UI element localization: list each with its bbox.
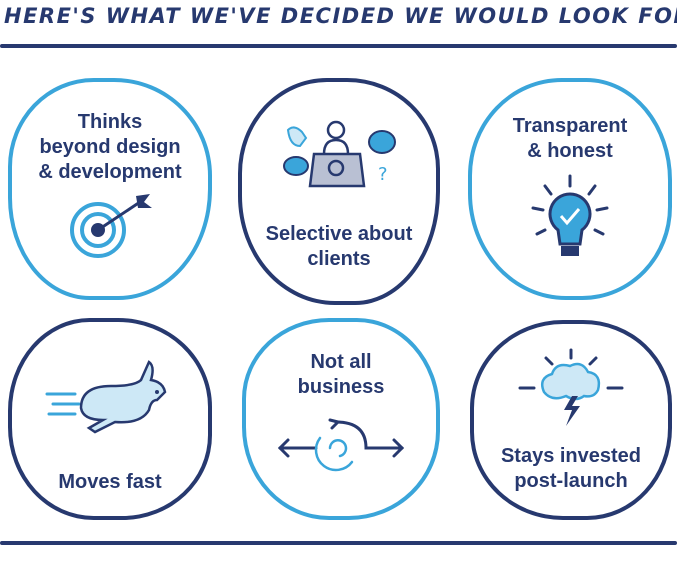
lightbulb-icon	[531, 174, 609, 256]
card-label: Transparent & honest	[512, 115, 628, 162]
card-label: Not all business	[297, 351, 385, 398]
card-not-all-business: Not all business	[242, 318, 440, 520]
card-transparent: Transparent & honest	[468, 78, 672, 300]
rabbit-icon	[45, 360, 167, 434]
page-title: Here's what we've decided we would look …	[4, 4, 677, 28]
card-label: Selective about clients	[265, 223, 413, 270]
top-divider	[0, 44, 677, 48]
storm-cloud-icon	[518, 348, 624, 426]
card-label: Thinks beyond design & development	[38, 111, 182, 183]
card-stays-invested: Stays invested post-launch	[470, 320, 672, 520]
card-label: Stays invested post-launch	[500, 445, 642, 492]
card-label: Moves fast	[58, 471, 162, 493]
card-thinks-beyond: Thinks beyond design & development	[8, 78, 212, 300]
meeting-icon: ?	[283, 120, 396, 188]
svg-text:?: ?	[378, 164, 388, 185]
card-selective: ? Selective about clients	[238, 78, 440, 305]
target-icon	[70, 194, 152, 258]
cycle-arrows-icon	[277, 418, 405, 472]
bottom-divider	[0, 541, 677, 545]
card-moves-fast: Moves fast	[8, 318, 212, 520]
